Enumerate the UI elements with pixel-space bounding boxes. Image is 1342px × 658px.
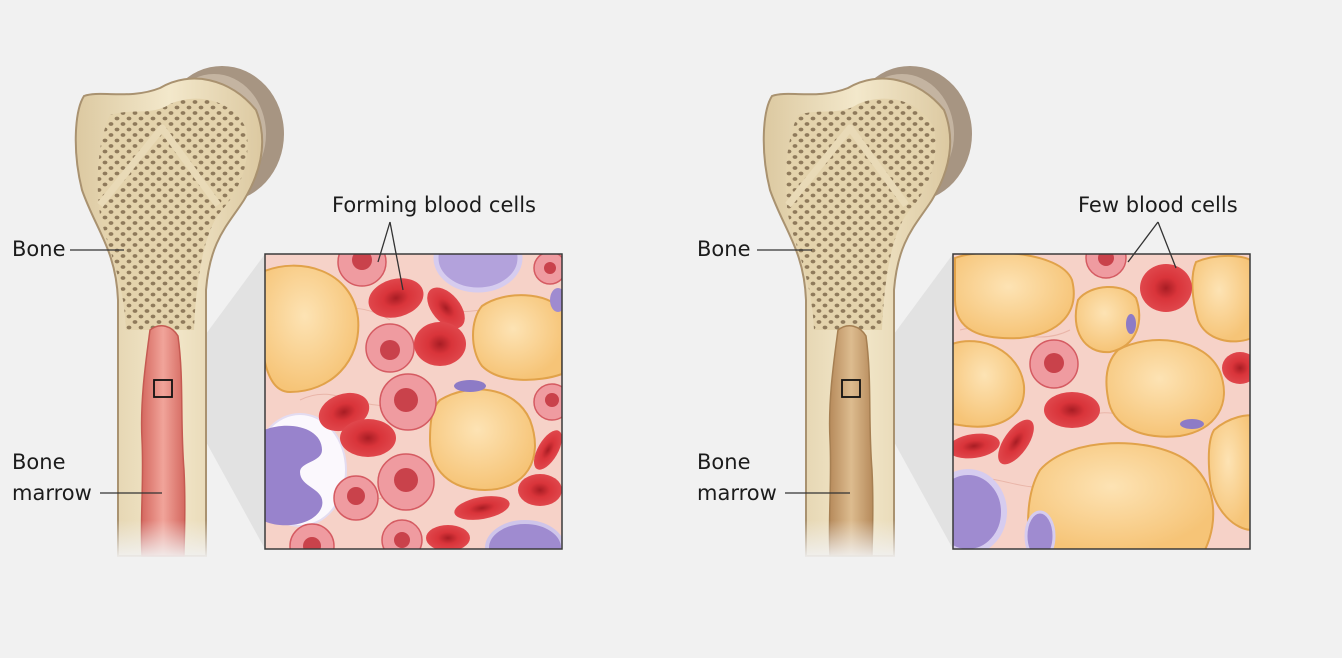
left-panel: Bone Bone marrow Forming blood cells [12, 66, 563, 560]
forming-cell [377, 453, 435, 511]
red-blood-cell [427, 287, 465, 329]
forming-cell [379, 373, 437, 431]
red-blood-cell [998, 419, 1034, 465]
bone-marrow-label: Bone [12, 450, 65, 474]
forming-blood-cells-label: Forming blood cells [332, 193, 536, 217]
forming-cell [289, 523, 335, 549]
magnification-cone [172, 254, 265, 549]
forming-cell [533, 254, 562, 285]
bone-label: Bone [697, 237, 750, 261]
magnified-frame [952, 253, 1251, 550]
red-blood-cell [1222, 352, 1250, 384]
red-blood-cell [454, 496, 510, 520]
magnification-cone [860, 254, 953, 549]
red-blood-cells [953, 264, 1250, 465]
forming-cell [365, 323, 415, 373]
fat-cell-nucleus [1126, 314, 1136, 334]
red-blood-cell [414, 322, 466, 366]
fat-cell [472, 294, 562, 381]
fat-cell [265, 264, 360, 394]
bone-marrow-label-line2: marrow [12, 481, 92, 505]
bone-illustration [762, 66, 972, 560]
bone-marrow-label: Bone [697, 450, 750, 474]
fat-cell [953, 340, 1026, 428]
white-blood-cell [485, 520, 562, 549]
forming-cell [381, 519, 423, 549]
right-panel: Bone Bone marrow Few blood cells [697, 66, 1251, 560]
white-blood-cell [1024, 510, 1056, 549]
forming-cells [1029, 254, 1127, 389]
forming-cells [289, 254, 562, 549]
bone-label: Bone [12, 237, 65, 261]
red-blood-cell [534, 430, 562, 470]
red-blood-cell [1044, 392, 1100, 428]
fat-cell [1191, 255, 1250, 343]
fat-cell-nucleus [454, 380, 486, 392]
magnified-frame [264, 253, 563, 550]
few-blood-cells-label: Few blood cells [1078, 193, 1238, 217]
right-labels: Bone Bone marrow Few blood cells [697, 193, 1238, 505]
bone-marrow-label-line2: marrow [697, 481, 777, 505]
zoom-marker-box [841, 379, 861, 398]
red-blood-cell [426, 525, 470, 549]
red-blood-cell [518, 474, 562, 506]
white-blood-cell [953, 469, 1007, 549]
zoom-marker-box [153, 379, 173, 398]
red-blood-cells [318, 278, 562, 549]
forming-cell [1029, 339, 1079, 389]
fat-cell [428, 388, 536, 492]
fat-cell [1074, 285, 1141, 354]
magnified-view-few [953, 254, 1250, 549]
red-blood-cell [368, 278, 424, 318]
forming-cell [337, 254, 387, 287]
forming-cell [1085, 254, 1127, 279]
fat-cell-nucleus [1180, 419, 1204, 429]
fat-cell [1105, 339, 1225, 438]
left-labels: Bone Bone marrow Forming blood cells [12, 193, 536, 505]
red-blood-cell [953, 433, 1000, 459]
magnified-view-forming [265, 254, 562, 549]
red-blood-cell [1140, 264, 1192, 312]
forming-cell [333, 475, 379, 521]
fat-cell [1207, 414, 1250, 531]
red-blood-cell [340, 419, 396, 457]
fat-cell [954, 254, 1075, 340]
forming-cell [533, 383, 562, 421]
fat-cell [1027, 442, 1215, 549]
bone-illustration [74, 66, 284, 560]
white-blood-cell [433, 254, 523, 293]
